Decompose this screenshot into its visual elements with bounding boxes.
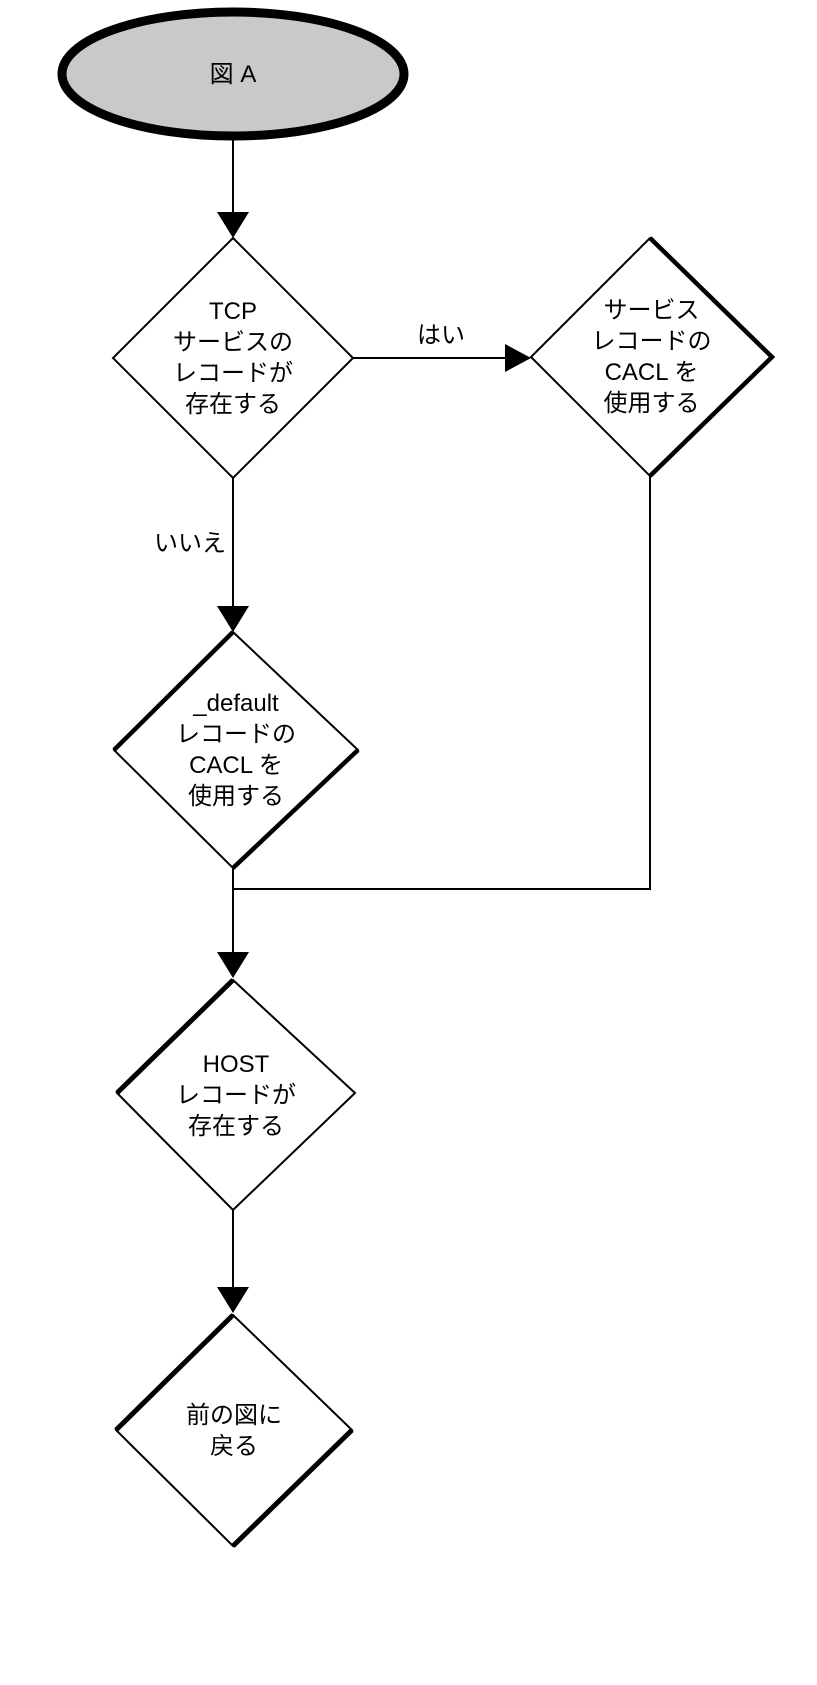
arrowhead-host-check-to-return (217, 1287, 249, 1313)
arrowhead-merge-to-host-check (217, 952, 249, 978)
default-cacl-shape-thick-edge-left (112, 630, 235, 752)
return-previous-shape-thick-edge-right (231, 1428, 354, 1548)
default-cacl-shape-thick-edge-right (231, 748, 360, 870)
decision-tcp-service-record-shape (111, 236, 355, 480)
service-cacl-shape-thick-edge (648, 236, 776, 478)
return-previous-shape-thick-edge-left (114, 1313, 235, 1432)
decision-service-cacl-shape (529, 236, 774, 478)
edge-service-cacl-to-merge (233, 476, 651, 890)
decision-default-cacl-shape (112, 630, 360, 870)
start-node-shape (57, 7, 409, 141)
arrowhead-start-to-tcp-check (217, 212, 249, 238)
arrowhead-no-to-default-cacl (217, 606, 249, 632)
host-record-shape-thick-edge (115, 978, 235, 1095)
decision-return-previous-shape (114, 1313, 354, 1548)
arrowhead-yes-to-service-cacl (505, 344, 531, 372)
decision-host-record-shape (115, 978, 357, 1212)
